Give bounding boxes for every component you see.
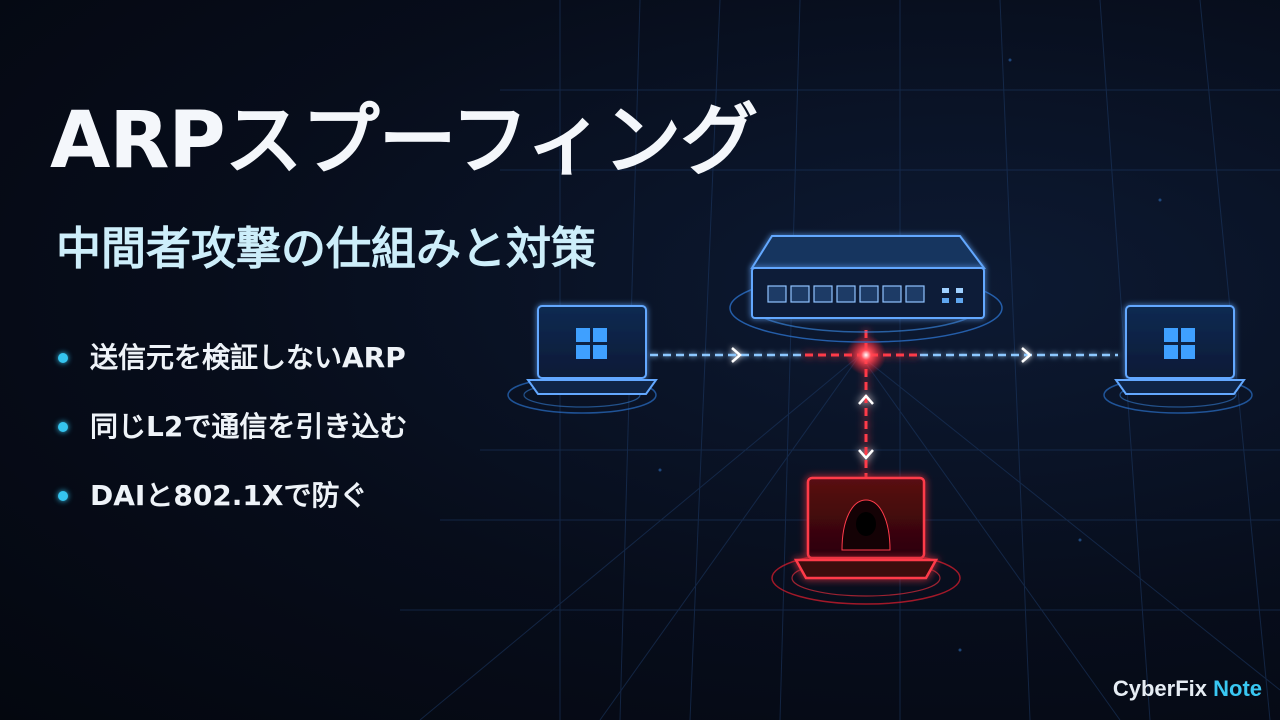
laptop-victim-left-icon bbox=[507, 305, 658, 414]
bullet-item: DAIと802.1Xで防ぐ bbox=[58, 478, 407, 514]
interception-point bbox=[846, 335, 886, 375]
laptop-attacker-icon bbox=[771, 476, 961, 605]
brand-name: CyberFix bbox=[1112, 676, 1207, 701]
hacker-hood-icon bbox=[841, 499, 891, 551]
brand-logo: CyberFix Note bbox=[1113, 676, 1262, 702]
bullet-text: 送信元を検証しないARP bbox=[90, 341, 406, 374]
bullet-item: 同じL2で通信を引き込む bbox=[58, 409, 407, 445]
bullet-text: 同じL2で通信を引き込む bbox=[90, 410, 408, 443]
connection-left-to-center bbox=[650, 347, 805, 363]
network-switch-icon bbox=[729, 235, 1003, 343]
brand-suffix: Note bbox=[1207, 676, 1262, 701]
bullet-dot-icon bbox=[58, 422, 68, 432]
bullet-dot-icon bbox=[58, 353, 68, 363]
page-title: ARPスプーフィング bbox=[50, 96, 758, 186]
laptop-victim-right-icon bbox=[1103, 305, 1253, 414]
bullet-item: 送信元を検証しないARP bbox=[58, 340, 407, 376]
connection-center-to-right bbox=[920, 347, 1118, 363]
bullet-text: DAIと802.1Xで防ぐ bbox=[90, 479, 368, 512]
bullet-dot-icon bbox=[58, 491, 68, 501]
page-subtitle: 中間者攻撃の仕組みと対策 bbox=[56, 222, 597, 275]
bullet-list: 送信元を検証しないARP 同じL2で通信を引き込む DAIと802.1Xで防ぐ bbox=[58, 340, 407, 547]
